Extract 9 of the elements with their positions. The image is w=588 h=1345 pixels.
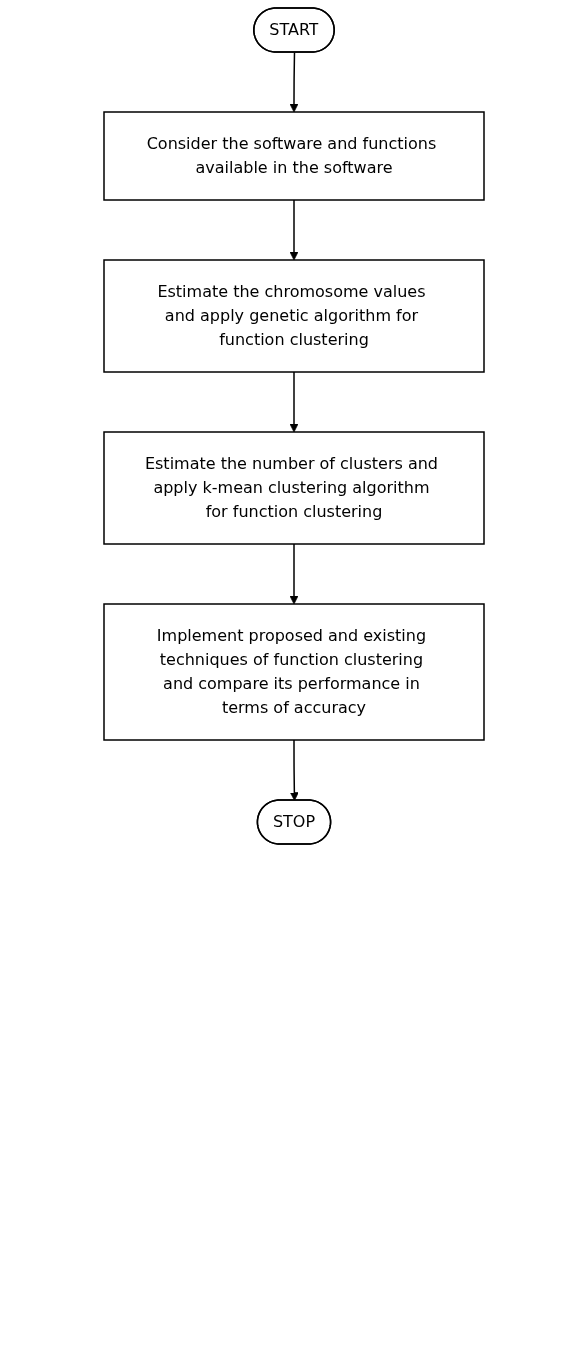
node-box: Estimate the number of clusters and apply k-mean clustering algorithm for function clustering <box>103 431 485 545</box>
node-box: Implement proposed and existing techniques of function clustering and compare its performance in terms of accuracy <box>103 603 485 741</box>
arrow <box>289 739 299 801</box>
node-box: Consider the software and functions available in the software <box>103 111 485 201</box>
node-box: Estimate the chromosome values and apply genetic algorithm for function clustering <box>103 259 485 373</box>
arrow <box>289 51 299 113</box>
arrow <box>289 371 299 433</box>
arrow <box>289 199 299 261</box>
arrow <box>289 543 299 605</box>
